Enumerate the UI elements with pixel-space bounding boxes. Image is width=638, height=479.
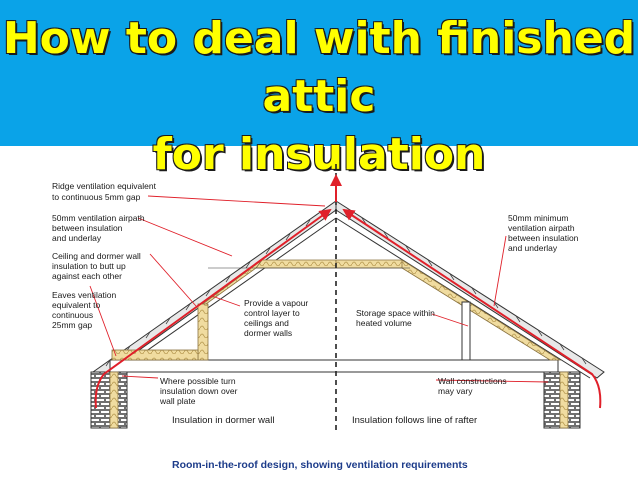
right-slope-insulation [401, 259, 562, 361]
label-vapour-line-1: Provide a vapour [244, 298, 308, 308]
label-bottom-left: Insulation in dormer wall [172, 415, 274, 426]
label-ceiling-dormer: Ceiling and dormer wall insulation to bu… [52, 251, 143, 281]
title-line-1: How to deal with finished attic [2, 13, 636, 122]
diagram-caption: Room-in-the-roof design, showing ventila… [172, 459, 468, 471]
label-turn-down: Where possible turn insulation down over… [159, 376, 240, 406]
label-airpath-right: 50mm minimum ventilation airpath between… [508, 213, 581, 253]
label-turn-down-line-3: wall plate [159, 396, 196, 406]
ventilation-arrows [94, 174, 602, 409]
left-wall-plate-insulation [109, 371, 119, 429]
label-eaves-line-1: Eaves ventilation [52, 290, 117, 300]
label-vapour-line-4: dormer walls [244, 328, 292, 338]
label-airpath-right-line-1: 50mm minimum [508, 213, 568, 223]
eaves-floor-insulation [111, 349, 199, 361]
roof-diagram: Ridge ventilation equivalent to continuo… [52, 164, 605, 471]
roof-structure [92, 200, 605, 379]
label-bottom-right: Insulation follows line of rafter [352, 415, 477, 426]
left-ceiling-insulation [255, 259, 337, 269]
label-ceiling-dormer-line-3: against each other [52, 271, 122, 281]
label-storage: Storage space within heated volume [356, 308, 437, 328]
dormer-wall-insulation [197, 303, 209, 361]
label-wall-constructions-line-2: may vary [438, 386, 473, 396]
leader-lines [89, 195, 549, 383]
storage-wall [461, 301, 471, 361]
label-turn-down-line-1: Where possible turn [160, 376, 236, 386]
label-ridge: Ridge ventilation equivalent to continuo… [52, 181, 158, 202]
label-wall-constructions: Wall constructions may vary [438, 376, 509, 396]
label-eaves: Eaves ventilation equivalent to continuo… [52, 290, 119, 330]
left-brick-wall [90, 371, 128, 429]
label-storage-line-1: Storage space within [356, 308, 435, 318]
label-airpath-left-line-3: and underlay [52, 233, 102, 243]
right-wall-plate-insulation [559, 371, 569, 429]
title-line-2: for insulation [152, 129, 486, 180]
label-vapour-line-3: ceilings and [244, 318, 289, 328]
label-ceiling-dormer-line-2: insulation to butt up [52, 261, 126, 271]
label-ridge-line-1: Ridge ventilation equivalent [52, 181, 157, 191]
label-ceiling-dormer-line-1: Ceiling and dormer wall [52, 251, 141, 261]
right-roof-slope [335, 200, 605, 379]
label-vapour: Provide a vapour control layer to ceilin… [244, 298, 311, 338]
right-ceiling-insulation [335, 259, 411, 269]
label-eaves-line-3: continuous [52, 310, 93, 320]
label-vapour-line-2: control layer to [244, 308, 300, 318]
floor-joist [109, 359, 559, 373]
label-turn-down-line-2: insulation down over [160, 386, 238, 396]
label-wall-constructions-line-1: Wall constructions [438, 376, 507, 386]
label-eaves-line-2: equivalent to [52, 300, 100, 310]
label-airpath-left-line-2: between insulation [52, 223, 123, 233]
label-airpath-right-line-4: and underlay [508, 243, 558, 253]
label-storage-line-2: heated volume [356, 318, 412, 328]
label-airpath-right-line-2: ventilation airpath [508, 223, 575, 233]
page-title: How to deal with finished attic for insu… [0, 10, 638, 184]
right-rafter [335, 217, 591, 379]
label-eaves-line-4: 25mm gap [52, 320, 92, 330]
label-airpath-left-line-1: 50mm ventilation airpath [52, 213, 145, 223]
label-airpath-left: 50mm ventilation airpath between insulat… [52, 213, 147, 243]
label-airpath-right-line-3: between insulation [508, 233, 579, 243]
label-ridge-line-2: to continuous 5mm gap [52, 192, 141, 202]
title-banner: How to deal with finished attic for insu… [0, 0, 638, 180]
